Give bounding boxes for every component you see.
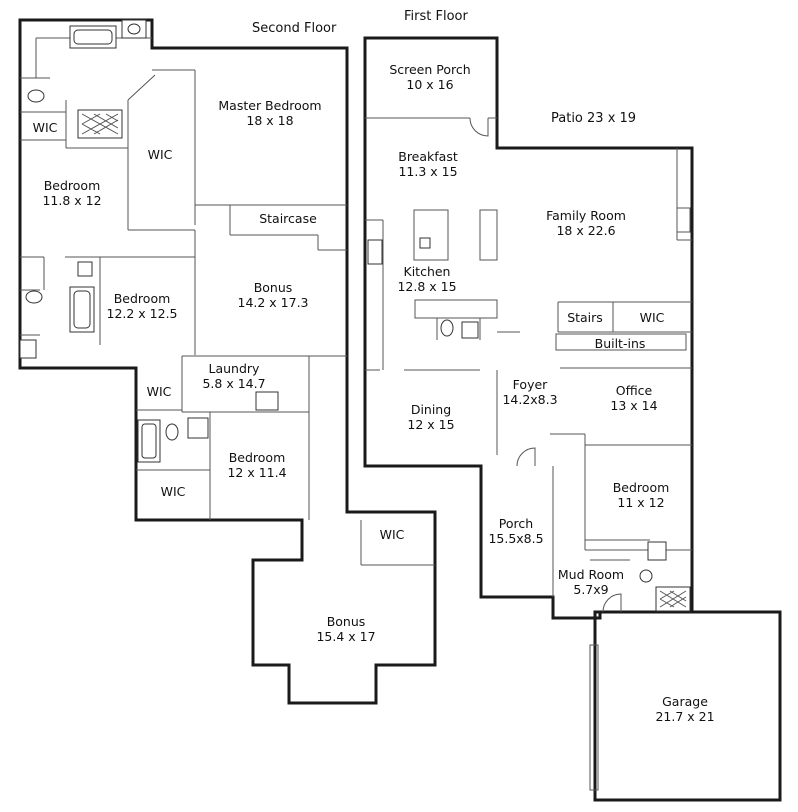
sink-icon-5 [187,417,209,439]
garage-walls [589,610,782,802]
first-floor-partitions [365,148,692,597]
stove-icon [367,239,383,265]
room-wic-master: WIC [147,147,173,162]
toilet-icon-2 [25,290,43,304]
sink-icon-6 [461,321,479,339]
second-floor-walls [18,18,437,705]
second-floor-partitions [20,37,435,566]
bathtub-basin-icon-2 [73,290,91,329]
first-floor-fixtures [367,237,691,612]
room-wic-top-left: WIC [32,120,58,135]
kitchen-sink-icon [419,237,431,249]
sink-icon-4 [255,391,279,411]
sink-icon-7 [647,541,667,561]
room-stairs: Stairs [567,310,603,325]
room-wic-bonus: WIC [379,527,405,542]
sink-icon-3 [19,339,37,359]
sink-basin-icon [127,23,141,35]
bathtub-basin-icon-3 [141,423,157,459]
bathtub-basin-icon [73,29,113,45]
sink-icon-2 [77,261,93,277]
toilet-icon-3 [165,423,179,441]
toilet-icon-4 [440,319,454,337]
first-floor-walls [363,36,694,620]
first-floor-title: First Floor [404,9,468,24]
toilet-icon [27,89,45,103]
second-floor-title: Second Floor [252,21,337,36]
second-floor-fixtures [19,19,279,463]
patio-label: Patio 23 x 19 [551,111,637,126]
toilet-icon-5 [639,569,653,583]
room-wic-first: WIC [639,310,665,325]
room-wic-bottom: WIC [160,484,186,499]
room-staircase: Staircase [259,211,317,226]
room-wic-laundry: WIC [146,384,172,399]
door-swings [469,117,622,613]
room-builtins: Built-ins [594,336,646,351]
